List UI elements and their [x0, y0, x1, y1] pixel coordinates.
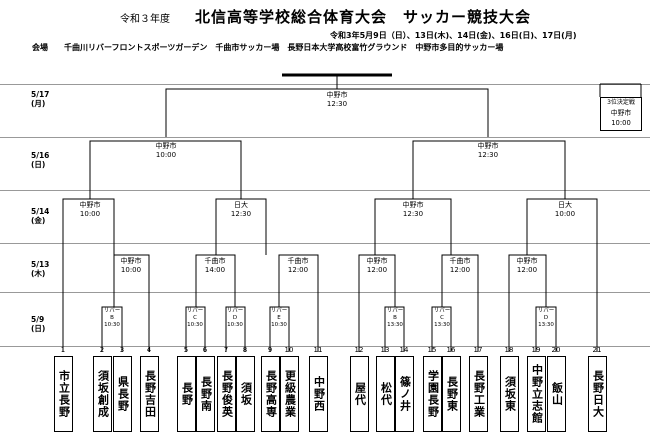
year-label: 令和３年度	[120, 14, 170, 25]
venues-line: 会場 千曲川リバーフロントスポーツガーデン 千曲市サッカー場 長野日本大学高校富…	[32, 43, 504, 52]
team-number: 5	[183, 346, 189, 354]
team-number: 12	[354, 346, 364, 354]
team-box: 須坂創成	[93, 356, 112, 432]
team-number: 19	[531, 346, 541, 354]
round-divider	[0, 137, 650, 138]
team-number: 16	[446, 346, 456, 354]
round-divider	[0, 190, 650, 191]
round-label-semifinal: 5/16(日)	[31, 151, 50, 169]
team-box: 須坂	[236, 356, 255, 432]
team-box: 長野吉田	[140, 356, 159, 432]
round-divider	[0, 84, 650, 85]
dates-line: 令和3年5月9日（日）、13日(木)、14日(金)、16日(日)、17日(月)	[330, 31, 577, 40]
team-box: 屋代	[350, 356, 369, 432]
team-number: 14	[399, 346, 409, 354]
team-number: 10	[284, 346, 294, 354]
page-title: 北信高等学校総合体育大会 サッカー競技大会	[195, 8, 532, 26]
team-number: 17	[473, 346, 483, 354]
round-label-final: 5/17(月)	[31, 90, 50, 108]
team-box: 篠ノ井	[395, 356, 414, 432]
team-number: 15	[427, 346, 437, 354]
team-number: 13	[380, 346, 390, 354]
team-box: 長野高専	[261, 356, 280, 432]
team-number: 8	[242, 346, 248, 354]
team-number: 9	[267, 346, 273, 354]
team-box: 更級農業	[280, 356, 299, 432]
team-number: 4	[146, 346, 152, 354]
team-number: 7	[223, 346, 229, 354]
round-divider	[0, 346, 650, 347]
team-box: 長野	[177, 356, 196, 432]
team-box: 市立長野	[54, 356, 73, 432]
team-number: 6	[202, 346, 208, 354]
round-label-quarterfinal: 5/14(金)	[31, 207, 50, 225]
third-place-match: 3位決定戦 中野市 10:00	[600, 97, 642, 131]
team-number: 1	[60, 346, 66, 354]
round-divider	[0, 243, 650, 244]
team-box: 須坂東	[500, 356, 519, 432]
team-box: 県長野	[113, 356, 132, 432]
team-box: 長野工業	[469, 356, 488, 432]
team-box: 長野南	[196, 356, 215, 432]
team-number: 3	[119, 346, 125, 354]
team-box: 中野西	[309, 356, 328, 432]
team-number: 21	[592, 346, 602, 354]
team-box: 学園長野	[423, 356, 442, 432]
team-number: 2	[99, 346, 105, 354]
team-box: 長野日大	[588, 356, 607, 432]
team-number: 20	[551, 346, 561, 354]
round-divider	[0, 292, 650, 293]
team-box: 長野東	[442, 356, 461, 432]
team-number: 18	[504, 346, 514, 354]
team-number: 11	[313, 346, 323, 354]
team-box: 中野立志館	[527, 356, 546, 432]
team-box: 松代	[376, 356, 395, 432]
round-label-first-round: 5/9(日)	[31, 315, 46, 333]
round-label-second-round: 5/13(木)	[31, 260, 50, 278]
team-box: 飯山	[547, 356, 566, 432]
team-box: 長野俊英	[217, 356, 236, 432]
